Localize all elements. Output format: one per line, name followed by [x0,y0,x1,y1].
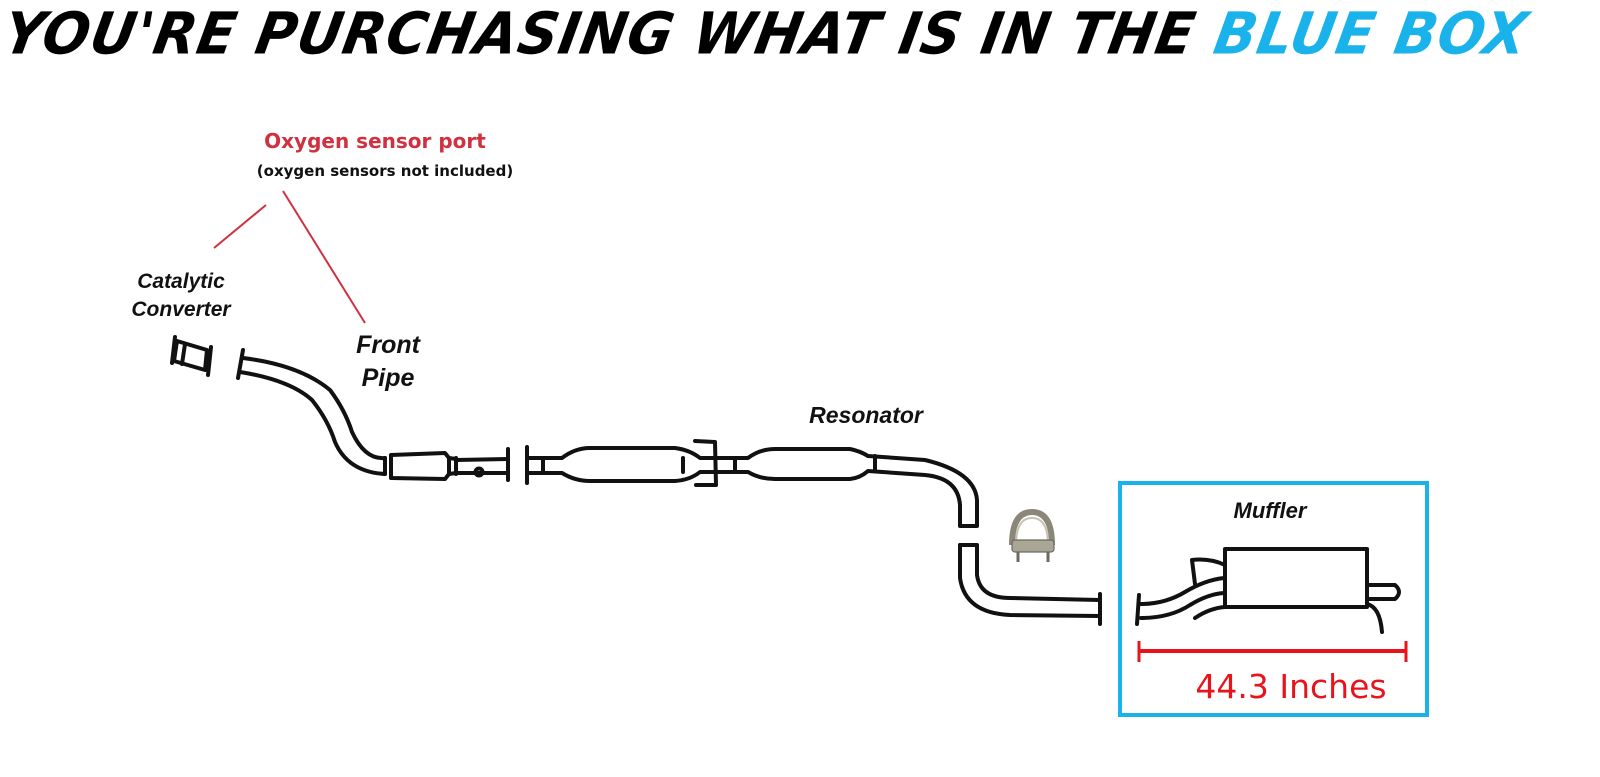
intermediate-pipe [958,543,1102,626]
measurement-label: 44.3 Inches [1195,667,1386,706]
front-pipe [236,348,510,482]
callout-leader-line-front-pipe [282,190,366,324]
oxygen-sensor-callout-subtitle: (oxygen sensors not included) [257,162,513,180]
catalytic-converter-flange [170,335,213,377]
front-pipe-label-line1: Front [356,331,422,359]
dimension-line [1137,641,1408,662]
muffler [1135,547,1401,634]
callout-leader-line-catalytic [213,204,267,249]
resonator-pipe [525,439,979,528]
resonator-label: Resonator [809,402,924,428]
front-pipe-label-line2: Pipe [362,364,415,392]
blue-box-highlight [1118,481,1429,717]
oxygen-sensor-callout-title: Oxygen sensor port [264,129,486,153]
muffler-label: Muffler [1234,498,1308,523]
u-bolt-clamp-icon [1009,508,1055,562]
catalytic-label-line2: Converter [131,298,232,321]
catalytic-label-line1: Catalytic [137,270,225,293]
